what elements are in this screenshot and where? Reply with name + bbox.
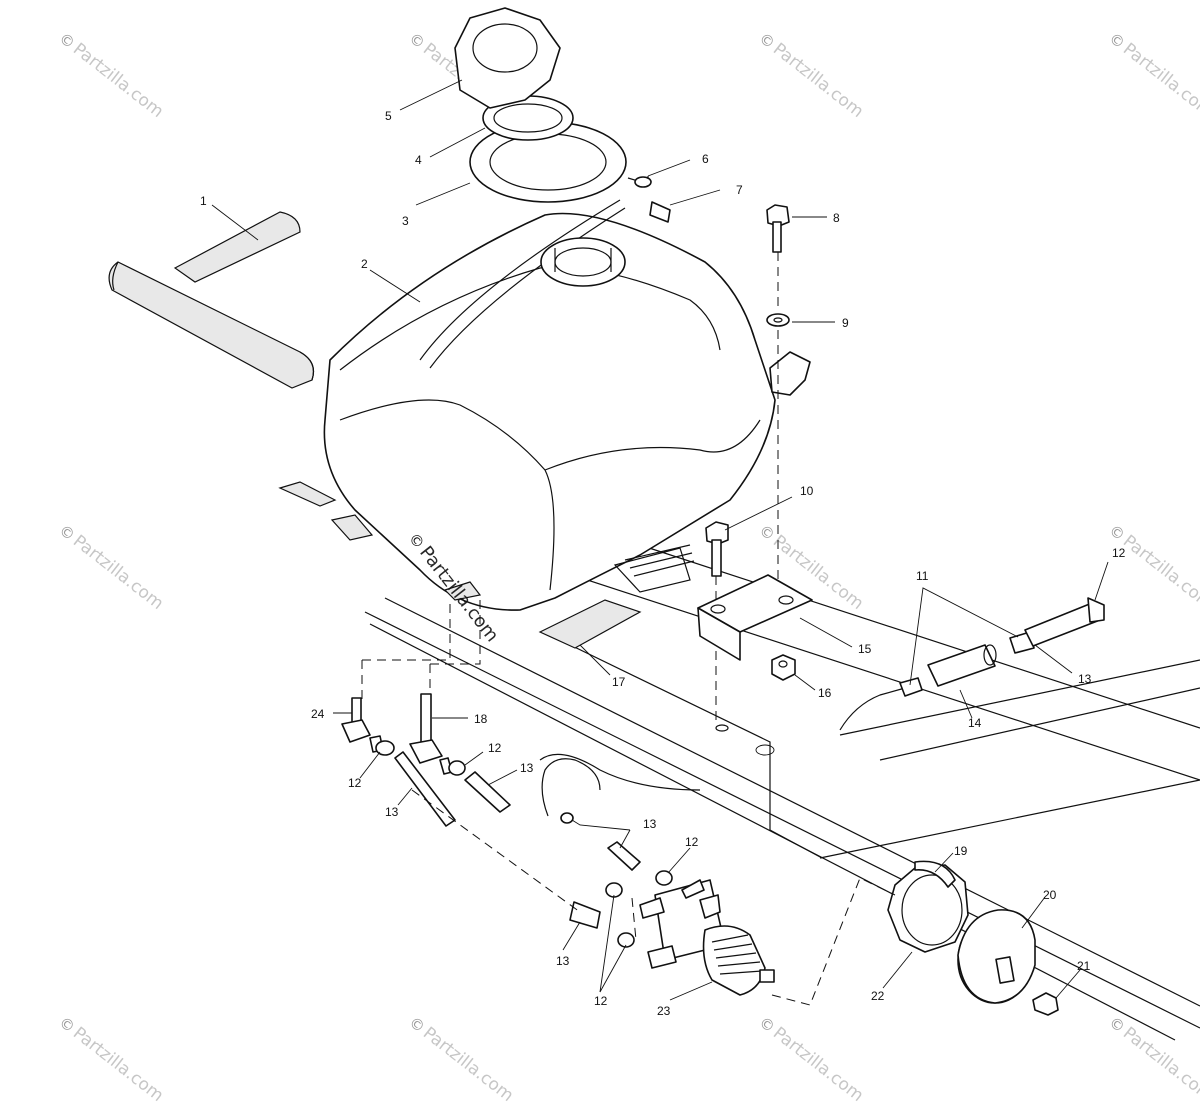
fuel-filter-line [839, 597, 1105, 731]
callout-10: 10 [800, 484, 814, 498]
callout-21: 21 [1077, 959, 1091, 973]
bracket-hardware [697, 204, 813, 732]
callout-6: 6 [702, 152, 709, 166]
callout-7: 7 [736, 183, 743, 197]
callout-17: 17 [612, 675, 626, 689]
watermark-text: Partzilla.com [769, 39, 867, 122]
fuel-tank [278, 199, 811, 649]
callout-14: 14 [968, 716, 982, 730]
callout-23: 23 [657, 1004, 671, 1018]
callout-12: 12 [488, 741, 502, 755]
callout-16: 16 [818, 686, 832, 700]
watermark-text: Partzilla.com [69, 531, 167, 614]
fuel-cap-assembly [454, 7, 627, 203]
callout-15: 15 [858, 642, 872, 656]
callout-8: 8 [833, 211, 840, 225]
vent-hose-and-fitting [627, 176, 671, 223]
watermark-text: Partzilla.com [769, 1023, 867, 1104]
callout-12: 12 [1112, 546, 1126, 560]
callout-5: 5 [385, 109, 392, 123]
frame-rails [364, 544, 1200, 1041]
callout-13: 13 [643, 817, 657, 831]
callout-20: 20 [1043, 888, 1057, 902]
watermark-text: Partzilla.com [69, 1023, 167, 1104]
callout-1: 1 [200, 194, 207, 208]
callout-11: 11 [916, 569, 929, 583]
callout-labels: 1 2 3 4 5 6 7 8 9 10 11 12 13 14 15 16 1… [200, 109, 1126, 1018]
watermark-text: Partzilla.com [1119, 39, 1200, 122]
leader-lines [211, 79, 1109, 1001]
callout-24: 24 [311, 707, 325, 721]
foam-pad [108, 211, 315, 389]
assembly-lines [361, 598, 896, 1006]
callout-4: 4 [415, 153, 422, 167]
watermark-text: Partzilla.com [69, 39, 167, 122]
valve-knob-assembly [887, 860, 1059, 1016]
callout-18: 18 [474, 712, 488, 726]
callout-13: 13 [385, 805, 399, 819]
callout-13: 13 [520, 761, 534, 775]
lower-fittings [341, 693, 673, 948]
watermark-text: Partzilla.com [1119, 531, 1200, 614]
watermark-text: Partzilla.com [419, 1023, 517, 1104]
callout-22: 22 [871, 989, 885, 1003]
callout-19: 19 [954, 844, 968, 858]
watermark-text: Partzilla.com [1119, 1023, 1200, 1104]
callout-13: 13 [556, 954, 570, 968]
fuel-valve [639, 879, 775, 996]
callout-12: 12 [348, 776, 362, 790]
callout-9: 9 [842, 316, 849, 330]
callout-2: 2 [361, 257, 368, 271]
callout-12: 12 [685, 835, 699, 849]
callout-13: 13 [1078, 672, 1092, 686]
callout-12: 12 [594, 994, 608, 1008]
callout-3: 3 [402, 214, 409, 228]
